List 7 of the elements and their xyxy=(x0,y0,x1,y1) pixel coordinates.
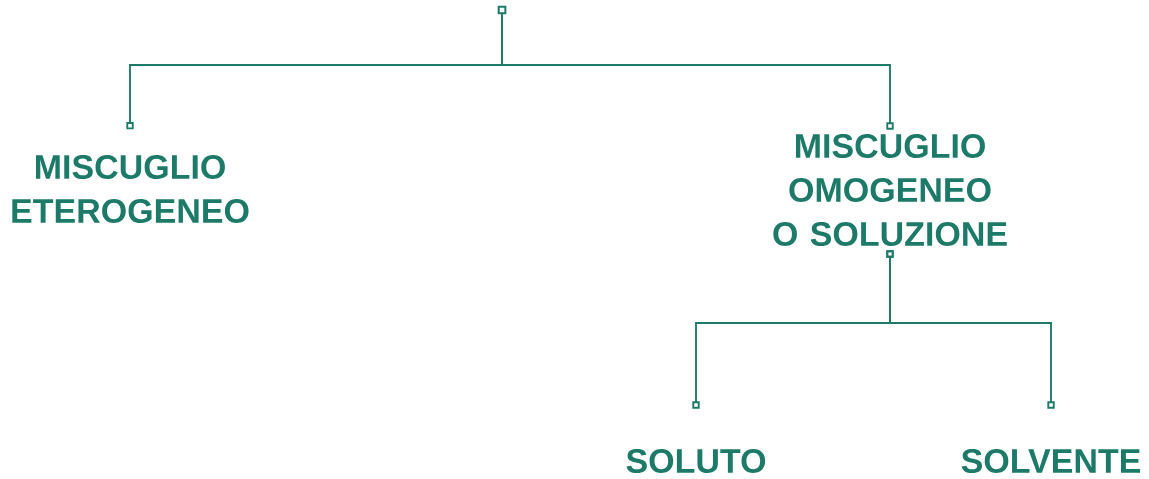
node-label: SOLVENTE xyxy=(961,449,1141,474)
root-marker xyxy=(497,5,507,15)
node-label: MISCUGLIO ETEROGENEO xyxy=(12,154,249,224)
node-label: SOLUTO xyxy=(626,449,766,474)
node-label: MISCUGLIO OMOGENEO O SOLUZIONE xyxy=(773,133,1007,247)
connector xyxy=(886,250,1055,409)
connector xyxy=(501,13,894,130)
